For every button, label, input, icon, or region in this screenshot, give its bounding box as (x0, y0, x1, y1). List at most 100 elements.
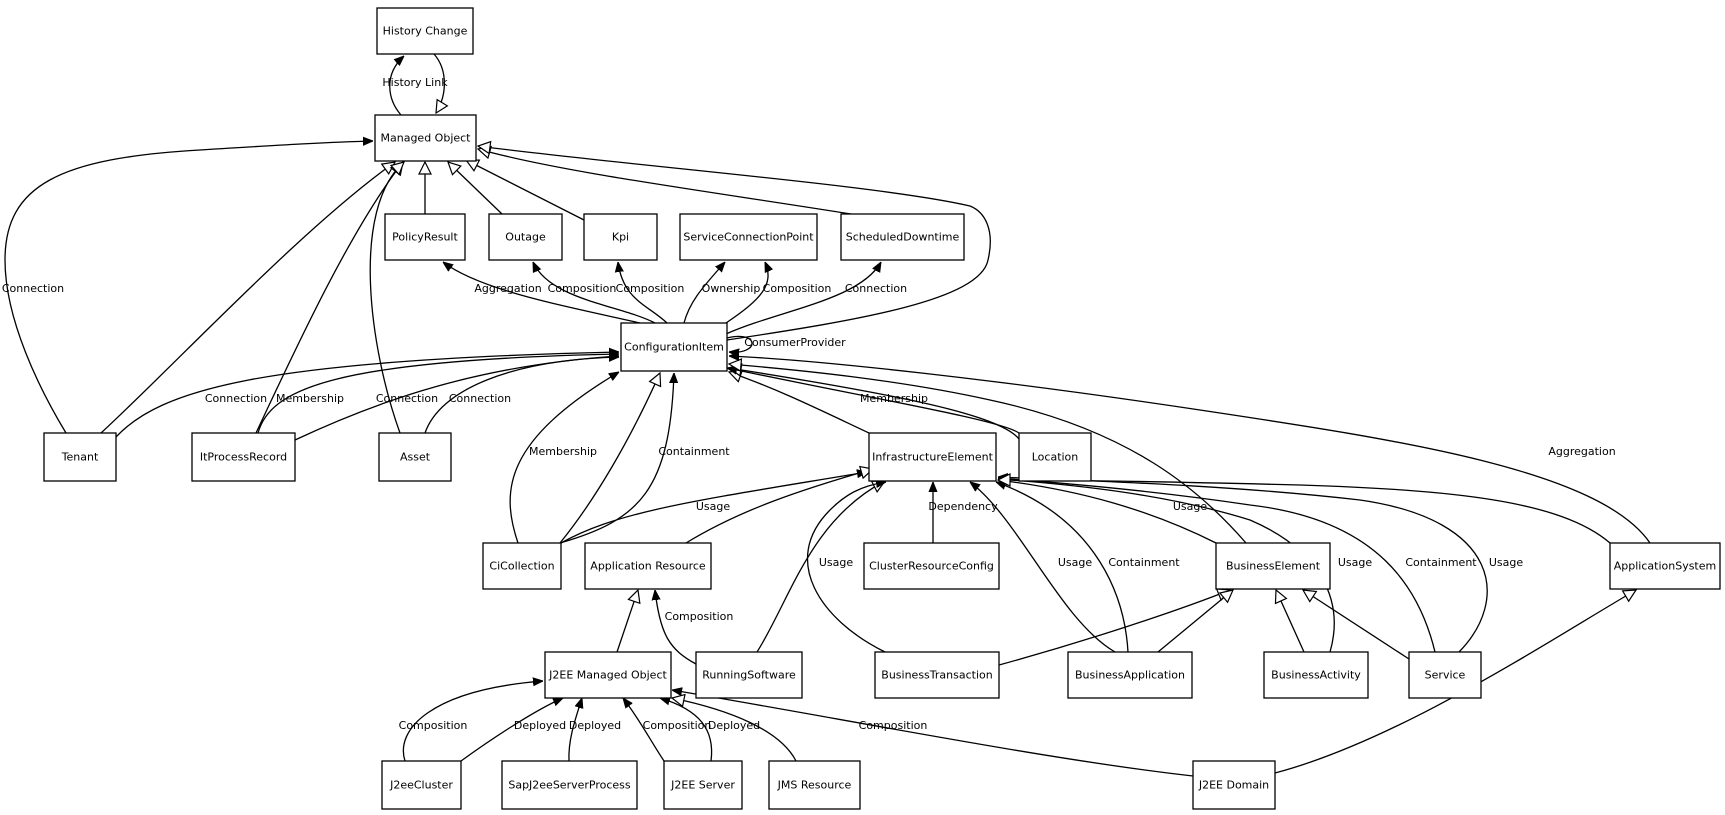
inheritance-edge (729, 372, 870, 434)
inheritance-edge (559, 373, 660, 544)
class-name: BusinessElement (1226, 560, 1321, 573)
class-name: Asset (400, 451, 431, 464)
class-box (868, 432, 997, 482)
association-edge (998, 480, 1217, 544)
edge-label: Connection (205, 392, 267, 405)
class-box (584, 542, 712, 590)
class-node-history-change[interactable]: History Change (376, 7, 474, 55)
class-node-itprocess-record[interactable]: ItProcessRecord (191, 432, 296, 482)
edge-label: Deployed (514, 719, 566, 732)
edge-label: Membership (860, 392, 928, 405)
inheritance-edge (685, 469, 873, 544)
association-edge (424, 357, 619, 434)
class-name: BusinessActivity (1271, 669, 1361, 682)
class-node-infrastructure-element[interactable]: InfrastructureElement (868, 432, 997, 482)
class-node-ci-collection[interactable]: CiCollection (482, 542, 562, 590)
class-name: PolicyResult (392, 231, 458, 244)
class-box (1018, 432, 1092, 482)
class-node-j2ee-cluster[interactable]: J2eeCluster (381, 760, 462, 810)
class-node-configuration-item[interactable]: ConfigurationItem (620, 322, 728, 372)
class-name: ClusterResourceConfig (869, 560, 994, 573)
class-name: ConfigurationItem (624, 341, 724, 354)
class-node-location[interactable]: Location (1018, 432, 1092, 482)
inheritance-edge (1276, 590, 1305, 653)
class-node-j2ee-managed-object[interactable]: J2EE Managed Object (544, 651, 672, 699)
association-edge (568, 698, 582, 762)
edge-label: Composition (665, 610, 734, 623)
inheritance-edge (756, 481, 885, 653)
edge-label: Connection (845, 282, 907, 295)
class-box (1263, 651, 1369, 699)
class-name: ItProcessRecord (200, 451, 287, 464)
class-node-tenant[interactable]: Tenant (43, 432, 117, 482)
edge-label: Composition (643, 719, 712, 732)
class-name: InfrastructureElement (872, 451, 993, 464)
edge-label: ConsumerProvider (744, 336, 846, 349)
association-edge (998, 479, 1335, 653)
class-node-scheduled-downtime[interactable]: ScheduledDowntime (840, 213, 965, 261)
inheritance-edge (672, 698, 797, 762)
class-node-running-software[interactable]: RunningSoftware (695, 651, 803, 699)
edge-label: Aggregation (474, 282, 541, 295)
inheritance-edge (448, 162, 503, 215)
edge-label: Connection (449, 392, 511, 405)
inheritance-edge (998, 480, 1611, 544)
class-name: Tenant (61, 451, 99, 464)
edge-label: Deployed (569, 719, 621, 732)
class-name: ServiceConnectionPoint (683, 231, 814, 244)
edge-label: Usage (1058, 556, 1093, 569)
edge-label: Aggregation (1548, 445, 1615, 458)
association-edge (560, 472, 867, 544)
inheritance-edge (616, 590, 638, 653)
class-box (381, 760, 462, 810)
class-node-application-system[interactable]: ApplicationSystem (1609, 542, 1721, 590)
association-edge (4, 141, 373, 434)
inheritance-edge (1303, 590, 1410, 660)
class-name: Location (1032, 451, 1079, 464)
class-box (863, 542, 1000, 590)
class-node-kpi[interactable]: Kpi (583, 213, 658, 261)
class-name: J2EE Domain (1198, 779, 1269, 792)
class-node-cluster-resource-config[interactable]: ClusterResourceConfig (863, 542, 1000, 590)
class-node-application-resource[interactable]: Application Resource (584, 542, 712, 590)
edge-label: Composition (859, 719, 928, 732)
class-name: Outage (505, 231, 546, 244)
class-node-business-transaction[interactable]: BusinessTransaction (874, 651, 1000, 699)
class-box (191, 432, 296, 482)
association-edge (725, 262, 881, 335)
edge-label: Containment (1108, 556, 1180, 569)
class-node-scp[interactable]: ServiceConnectionPoint (679, 213, 818, 261)
inheritance-edge (433, 53, 444, 113)
class-node-asset[interactable]: Asset (378, 432, 452, 482)
class-node-outage[interactable]: Outage (488, 213, 563, 261)
class-node-j2ee-server[interactable]: J2EE Server (663, 760, 743, 810)
class-node-business-activity[interactable]: BusinessActivity (1263, 651, 1369, 699)
class-node-business-application[interactable]: BusinessApplication (1067, 651, 1193, 699)
association-edge (389, 56, 404, 116)
class-name: RunningSoftware (702, 669, 796, 682)
class-name: JMS Resource (777, 779, 852, 792)
class-box (768, 760, 861, 810)
class-node-sap-j2ee-server-process[interactable]: SapJ2eeServerProcess (501, 760, 638, 810)
class-name: Managed Object (381, 132, 472, 145)
class-box (378, 432, 452, 482)
class-node-jms-resource[interactable]: JMS Resource (768, 760, 861, 810)
class-box (384, 213, 466, 261)
edge-label: Usage (1173, 500, 1208, 513)
class-box (679, 213, 818, 261)
class-node-j2ee-domain[interactable]: J2EE Domain (1192, 760, 1276, 810)
class-box (663, 760, 743, 810)
edge-label: Usage (1338, 556, 1373, 569)
class-name: Application Resource (590, 560, 706, 573)
class-node-managed-object[interactable]: Managed Object (374, 114, 477, 162)
class-box (1215, 542, 1331, 590)
association-edge (725, 262, 768, 324)
association-edge (806, 482, 886, 653)
class-box (501, 760, 638, 810)
class-node-business-element[interactable]: BusinessElement (1215, 542, 1331, 590)
class-name: SapJ2eeServerProcess (508, 779, 631, 792)
edge-label: Composition (763, 282, 832, 295)
class-node-policy-result[interactable]: PolicyResult (384, 213, 466, 261)
class-box (376, 7, 474, 55)
class-node-service[interactable]: Service (1408, 651, 1482, 699)
